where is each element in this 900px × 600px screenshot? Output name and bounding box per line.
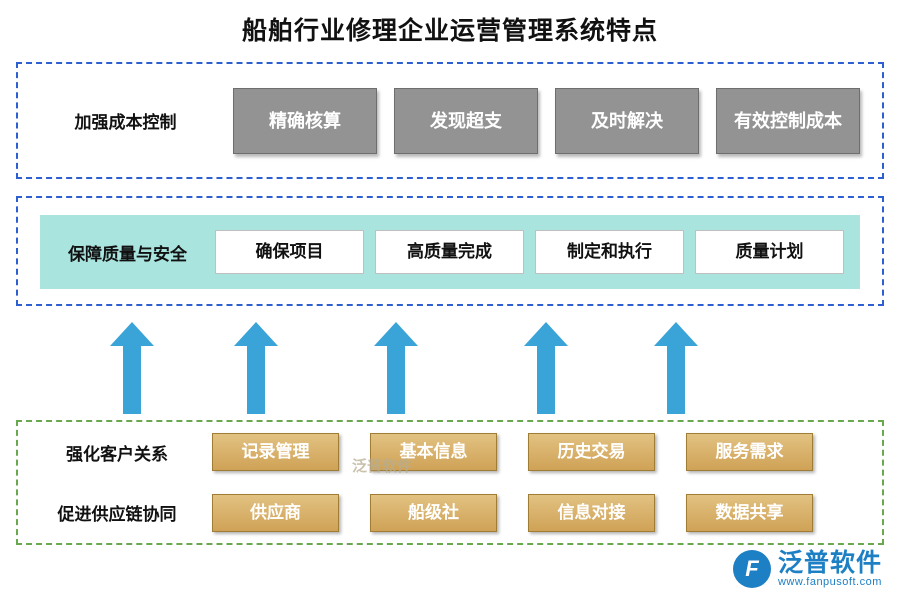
logo-mark-icon: F xyxy=(732,550,771,588)
supply-item-3[interactable]: 信息对接 xyxy=(528,493,655,532)
cost-item-4[interactable]: 有效控制成本 xyxy=(716,87,860,154)
customer-item-3[interactable]: 历史交易 xyxy=(528,433,655,472)
cost-control-row: 加强成本控制 精确核算 发现超支 及时解决 有效控制成本 xyxy=(18,64,882,177)
page-title: 船舶行业修理企业运营管理系统特点 xyxy=(241,17,658,45)
quality-item-2[interactable]: 高质量完成 xyxy=(375,230,524,274)
customer-row: 强化客户关系 记录管理 基本信息 历史交易 服务需求 xyxy=(18,422,882,483)
arrow-up-icon-3 xyxy=(374,322,418,414)
cost-item-3[interactable]: 及时解决 xyxy=(555,87,699,154)
quality-strip: 保障质量与安全 确保项目 高质量完成 制定和执行 质量计划 xyxy=(40,215,860,289)
supply-item-1[interactable]: 供应商 xyxy=(212,493,339,532)
logo-name-en: www.fanpusoft.com xyxy=(777,575,882,588)
arrow-up-icon-4 xyxy=(524,322,568,414)
quality-item-1[interactable]: 确保项目 xyxy=(215,230,364,274)
customer-item-1[interactable]: 记录管理 xyxy=(212,433,339,472)
customer-item-2[interactable]: 基本信息 xyxy=(370,433,497,472)
section-cost-control: 加强成本控制 精确核算 发现超支 及时解决 有效控制成本 xyxy=(16,62,884,179)
quality-item-4[interactable]: 质量计划 xyxy=(695,230,844,274)
quality-label: 保障质量与安全 xyxy=(68,244,187,264)
supply-item-4[interactable]: 数据共享 xyxy=(686,493,813,532)
arrow-up-icon-2 xyxy=(234,322,278,414)
brand-logo: F 泛普软件 www.fanpusoft.com xyxy=(732,548,882,588)
cost-control-label: 加强成本控制 xyxy=(74,113,177,132)
supply-item-2[interactable]: 船级社 xyxy=(370,493,497,532)
cost-item-1[interactable]: 精确核算 xyxy=(233,87,377,154)
customer-label: 强化客户关系 xyxy=(66,444,168,464)
section-quality-safety: 保障质量与安全 确保项目 高质量完成 制定和执行 质量计划 xyxy=(16,196,884,306)
logo-name-cn: 泛普软件 xyxy=(777,548,882,577)
cost-item-2[interactable]: 发现超支 xyxy=(394,87,538,154)
arrow-up-icon-5 xyxy=(654,322,698,414)
section-customer-supply: 强化客户关系 记录管理 基本信息 历史交易 服务需求 促进供应链协同 供应商 船… xyxy=(16,420,884,545)
supply-label: 促进供应链协同 xyxy=(57,505,177,525)
quality-item-3[interactable]: 制定和执行 xyxy=(535,230,684,274)
customer-item-4[interactable]: 服务需求 xyxy=(686,433,813,472)
supply-row: 促进供应链协同 供应商 船级社 信息对接 数据共享 xyxy=(18,483,882,544)
arrow-up-icon-1 xyxy=(110,322,154,414)
